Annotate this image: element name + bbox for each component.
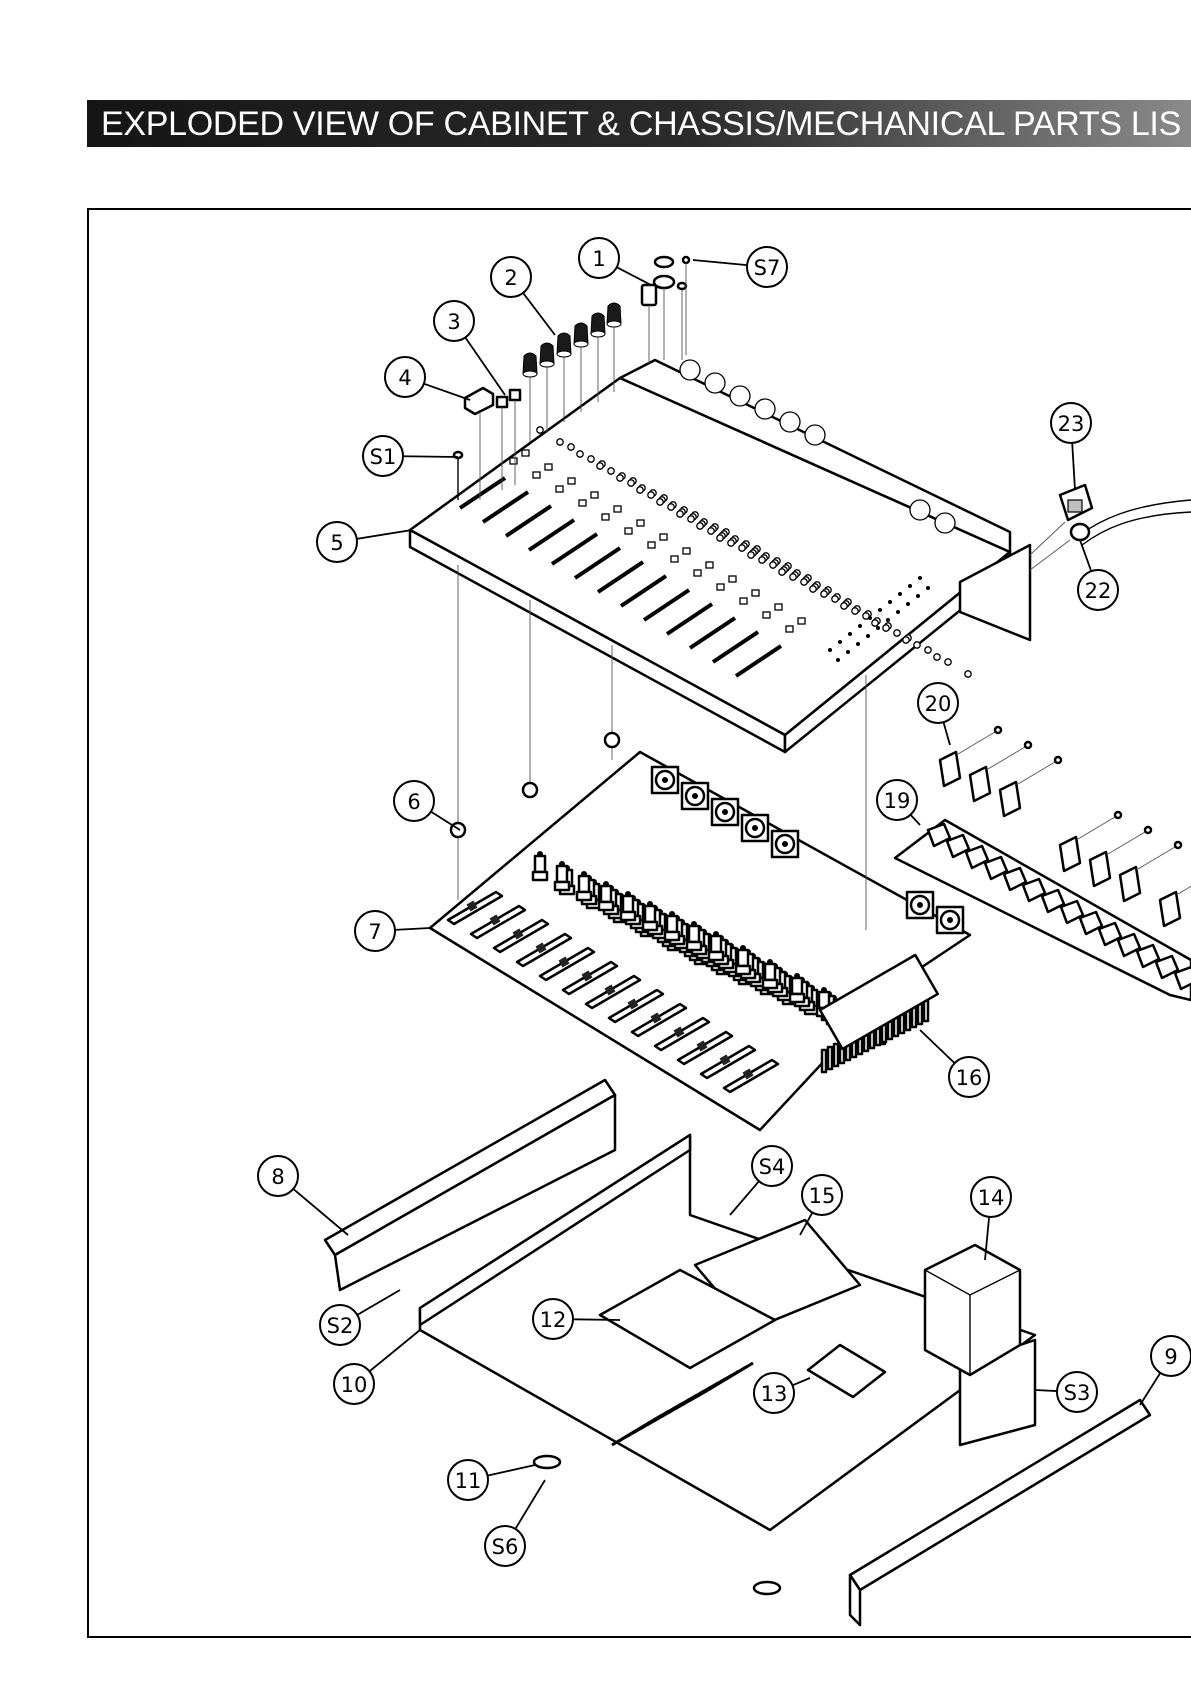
callout-s4: S4	[752, 1146, 792, 1186]
callout-label: S4	[759, 1155, 786, 1179]
callout-3: 3	[434, 301, 474, 341]
callout-label: 8	[271, 1165, 284, 1189]
callout-label: 11	[455, 1469, 482, 1493]
callout-9: 9	[1151, 1336, 1191, 1376]
callout-label: S1	[370, 445, 397, 469]
callout-2: 2	[491, 257, 531, 297]
callout-label: 3	[447, 310, 460, 334]
callout-s1: S1	[363, 436, 403, 476]
callout-12: 12	[533, 1299, 573, 1339]
callout-label: 15	[809, 1184, 836, 1208]
callout-label: S7	[754, 256, 781, 280]
callout-label: 23	[1058, 412, 1085, 436]
callout-7: 7	[355, 911, 395, 951]
callout-label: 16	[956, 1066, 983, 1090]
callout-s6: S6	[485, 1526, 525, 1566]
callout-label: S3	[1064, 1381, 1091, 1405]
callout-label: 19	[884, 789, 911, 813]
callout-label: 7	[368, 920, 381, 944]
callout-label: 20	[925, 692, 952, 716]
callout-5: 5	[317, 522, 357, 562]
callout-14: 14	[971, 1177, 1011, 1217]
callout-s3: S3	[1057, 1372, 1097, 1412]
callout-20: 20	[918, 683, 958, 723]
callout-23: 23	[1051, 403, 1091, 443]
callout-22: 22	[1078, 570, 1118, 610]
callout-label: S6	[492, 1535, 519, 1559]
callout-label: 13	[761, 1382, 788, 1406]
callout-6: 6	[394, 781, 434, 821]
jack-nut-parts	[642, 257, 689, 365]
callout-s2: S2	[320, 1305, 360, 1345]
callout-label: 6	[407, 790, 420, 814]
callout-s7: S7	[747, 247, 787, 287]
callout-11: 11	[448, 1460, 488, 1500]
callout-label: 10	[341, 1373, 368, 1397]
callout-label: 5	[330, 531, 343, 555]
rear-pcb	[895, 727, 1191, 1000]
callout-15: 15	[802, 1175, 842, 1215]
callout-label: 4	[398, 366, 411, 390]
callout-label: 12	[540, 1308, 567, 1332]
callout-label: 22	[1085, 579, 1112, 603]
callout-13: 13	[754, 1373, 794, 1413]
callout-10: 10	[334, 1364, 374, 1404]
callout-19: 19	[877, 780, 917, 820]
callout-label: 14	[978, 1186, 1005, 1210]
callout-16: 16	[949, 1057, 989, 1097]
callout-8: 8	[258, 1156, 298, 1196]
callout-label: 9	[1164, 1345, 1177, 1369]
callout-label: 2	[504, 266, 517, 290]
callout-1: 1	[579, 238, 619, 278]
power-switch	[1030, 485, 1191, 570]
callout-label: 1	[592, 247, 605, 271]
callout-label: S2	[327, 1314, 354, 1338]
callout-4: 4	[385, 357, 425, 397]
